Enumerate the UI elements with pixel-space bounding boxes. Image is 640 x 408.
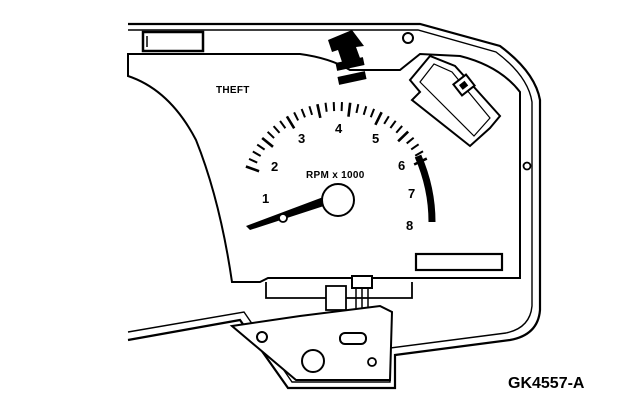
- dial-number-6: 6: [398, 158, 405, 173]
- bracket-screw-hole-right: [367, 357, 377, 367]
- tachometer-needle: [246, 196, 330, 230]
- dial-tick: [406, 136, 415, 145]
- top-screw-icon: [402, 32, 414, 44]
- needle-hub: [321, 183, 355, 217]
- bottom-connector-slot: [325, 285, 347, 311]
- rpm-label: RPM x 1000: [306, 170, 365, 181]
- theft-label: THEFT: [216, 85, 250, 96]
- dial-tick: [414, 150, 424, 157]
- dial-tick: [256, 143, 266, 151]
- dial-tick: [316, 103, 322, 119]
- dial-tick: [355, 103, 360, 114]
- circuit-board-inner: [419, 63, 491, 137]
- dial-tick: [245, 165, 260, 173]
- dial-number-3: 3: [298, 131, 305, 146]
- dial-tick: [293, 111, 300, 121]
- dial-number-8: 8: [406, 218, 413, 233]
- needle-pivot-screw-icon: [278, 213, 288, 223]
- dial-tick: [266, 131, 275, 139]
- connector-pin: [459, 80, 469, 90]
- dial-tick: [369, 108, 376, 118]
- dial-tick: [285, 115, 296, 130]
- dial-tick: [374, 111, 383, 126]
- dial-tick: [347, 102, 352, 117]
- bracket-large-hole: [301, 349, 325, 373]
- dial-ticks: [245, 102, 428, 173]
- housing-inner-outline: [127, 29, 533, 383]
- top-left-indicator-window: [141, 30, 205, 53]
- lower-mounting-bracket: [229, 304, 394, 381]
- dial-tick: [389, 120, 397, 129]
- dial-number-4: 4: [335, 121, 343, 136]
- odometer-window: [414, 252, 504, 272]
- dial-tick: [279, 120, 287, 129]
- dial-number-5: 5: [372, 131, 379, 146]
- dial-tick: [308, 105, 313, 116]
- dial-tick: [395, 125, 403, 134]
- upshift-bar-2: [337, 71, 367, 85]
- dial-tick: [397, 130, 410, 143]
- right-screw-icon: [522, 161, 532, 171]
- dial-tick: [272, 125, 281, 134]
- upshift-bar-1: [335, 57, 365, 71]
- dial-tick: [261, 136, 274, 148]
- dial-number-2: 2: [271, 159, 278, 174]
- dial-tick: [248, 157, 258, 164]
- bracket-screw-hole-left: [256, 331, 268, 343]
- dial-tick: [362, 105, 368, 116]
- housing-outer-outline: [127, 22, 542, 390]
- dial-tick: [300, 108, 306, 118]
- redline-arc: [414, 154, 436, 223]
- bracket-slot: [339, 332, 367, 345]
- dial-number-7: 7: [408, 186, 415, 201]
- dial-number-1: 1: [262, 191, 269, 206]
- bottom-connector-clip: [351, 275, 373, 289]
- dial-tick: [383, 115, 390, 125]
- dial-tick: [324, 102, 328, 112]
- dial-tick: [252, 150, 262, 157]
- dial-tick: [410, 143, 420, 151]
- upshift-arrow-icon: [328, 30, 364, 62]
- figure-code: GK4557-A: [508, 375, 585, 392]
